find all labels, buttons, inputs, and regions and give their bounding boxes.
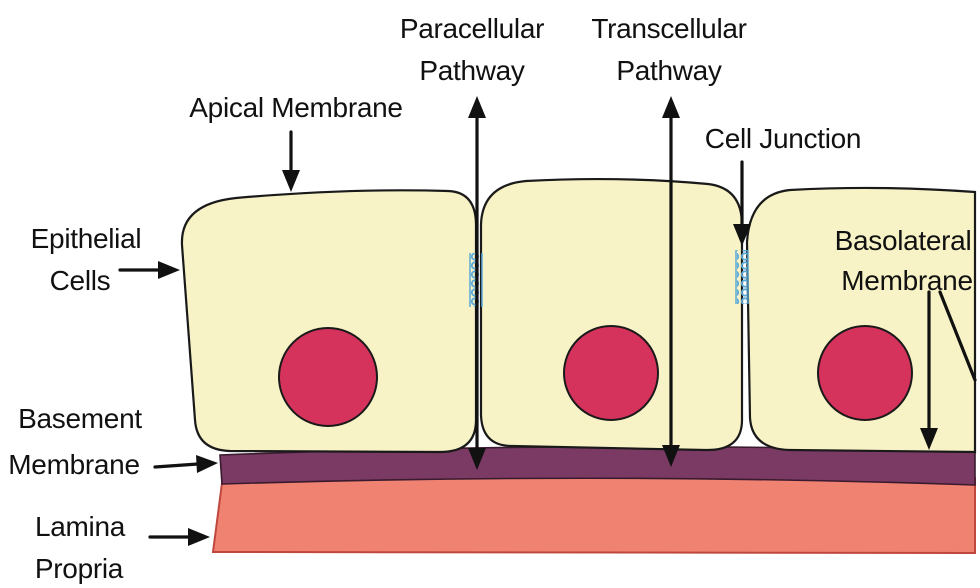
paracellular-label-line1: Paracellular <box>400 13 544 44</box>
epithelial-cells-label-line2: Cells <box>50 265 111 296</box>
nucleus-2 <box>564 326 658 420</box>
nucleus-1 <box>279 328 377 426</box>
lamina-propria-arrow <box>150 528 210 546</box>
apical-membrane-label: Apical Membrane <box>189 92 402 123</box>
basement-membrane-label-line1: Basement <box>18 403 142 434</box>
apical-membrane-arrow <box>282 132 300 192</box>
basolateral-membrane-label-line2: Membrane <box>841 265 972 296</box>
transcellular-label-line2: Pathway <box>616 55 722 86</box>
cell-junction-right <box>736 250 748 304</box>
cell-junction-label: Cell Junction <box>705 123 861 154</box>
nucleus-3 <box>818 326 912 420</box>
epithelial-cells-arrow <box>120 261 180 279</box>
epithelial-cells-label-line1: Epithelial <box>31 223 142 254</box>
paracellular-label-line2: Pathway <box>419 55 525 86</box>
lamina-propria-label-line2: Propria <box>35 553 124 584</box>
basement-membrane-arrow <box>155 455 218 473</box>
lamina-propria <box>213 475 975 553</box>
basolateral-membrane-label-line1: Basolateral <box>835 225 972 256</box>
transcellular-label-line1: Transcellular <box>591 13 746 44</box>
lamina-propria-label-line1: Lamina <box>35 511 126 542</box>
basement-membrane-label-line2: Membrane <box>8 449 139 480</box>
